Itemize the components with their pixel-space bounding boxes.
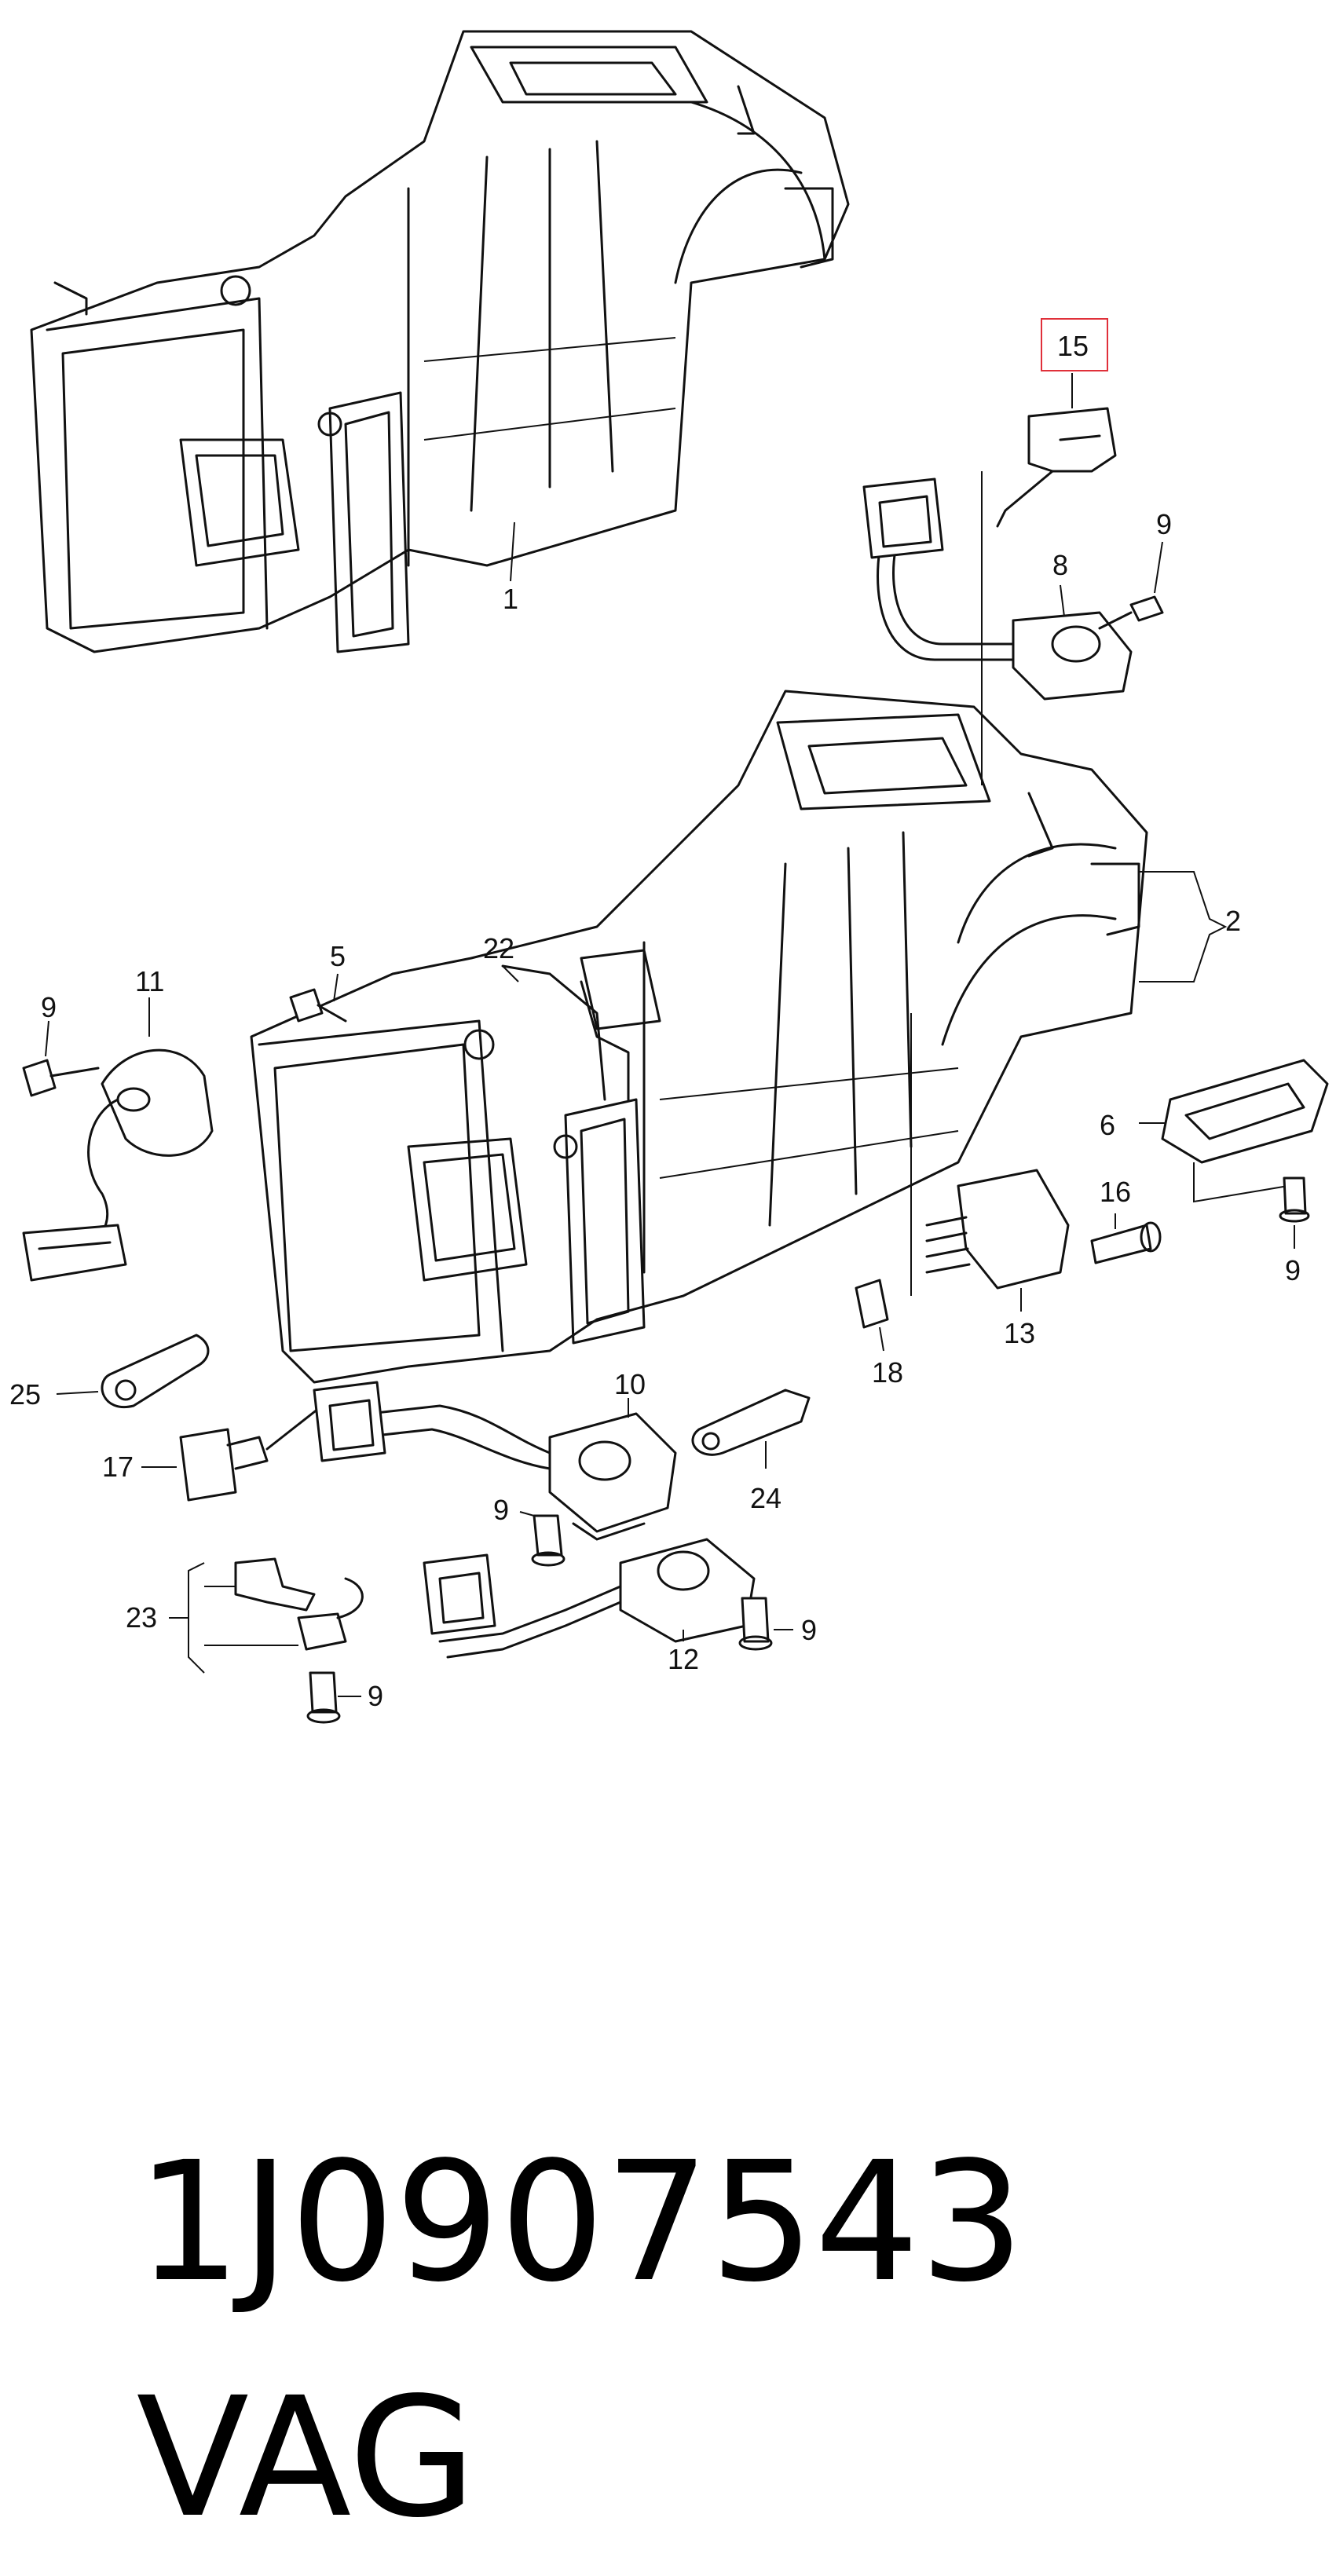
callout-5: 5 (330, 940, 346, 972)
brand-name: VAG (136, 2362, 477, 2554)
callout-15[interactable]: 15 (1057, 330, 1089, 362)
callout-10: 10 (614, 1368, 646, 1400)
callout-6: 6 (1100, 1109, 1115, 1141)
callout-25: 25 (9, 1378, 41, 1411)
part-24-lever (691, 1389, 811, 1456)
part-9-screw-b (22, 1059, 100, 1097)
part-16-bolt (1090, 1221, 1162, 1264)
part-13-resistor (925, 1169, 1070, 1290)
callout-9-d: 9 (801, 1614, 817, 1646)
part-10-actuator (313, 1381, 677, 1541)
part-11-sensor (22, 1048, 214, 1282)
callout-23: 23 (126, 1601, 157, 1634)
callout-9-c: 9 (493, 1494, 509, 1526)
callout-8: 8 (1052, 549, 1068, 581)
callout-9-b: 9 (41, 991, 57, 1023)
part-25-terminal (101, 1334, 210, 1409)
part-12-actuator (423, 1538, 756, 1659)
callout-12: 12 (668, 1643, 699, 1675)
callout-9-a: 9 (1156, 508, 1172, 540)
part-9-screw-c (531, 1514, 566, 1567)
part-17-bulbholder (179, 1404, 324, 1502)
highlight-box (1041, 318, 1108, 371)
part-8-actuator (862, 478, 1133, 701)
part-15-sensor (996, 407, 1117, 528)
callouts: 1 2 5 6 8 9 9 9 9 9 9 10 11 12 13 15 16 … (9, 330, 1301, 1712)
part-5-screw (289, 988, 347, 1023)
parts-diagram: 1 2 5 6 8 9 9 9 9 9 9 10 11 12 13 15 16 … (9, 30, 1329, 1724)
callout-1: 1 (503, 583, 518, 615)
part-18-clip (855, 1279, 889, 1329)
part-9-screw-e (1279, 1176, 1310, 1223)
part-9-screw-d (738, 1597, 773, 1651)
callout-18: 18 (872, 1356, 903, 1389)
heater-housing-upper (30, 30, 850, 653)
callout-2: 2 (1225, 905, 1241, 937)
callout-9-e: 9 (1285, 1254, 1301, 1286)
callout-24: 24 (750, 1482, 781, 1514)
callout-16: 16 (1100, 1176, 1131, 1208)
part-23-clips (234, 1557, 364, 1724)
callout-13: 13 (1004, 1317, 1035, 1349)
callout-17: 17 (102, 1451, 134, 1483)
part-9-screw-a (1098, 595, 1164, 630)
footer-caption: 1J0907543 VAG (31, 1869, 1320, 2554)
heater-housing-lower (250, 690, 1148, 1384)
callout-22: 22 (483, 932, 514, 964)
part-number: 1J0907543 (136, 2126, 1025, 2318)
part-6-bracket (1161, 1059, 1329, 1164)
callout-11: 11 (135, 965, 164, 997)
callout-9-f: 9 (368, 1680, 383, 1712)
